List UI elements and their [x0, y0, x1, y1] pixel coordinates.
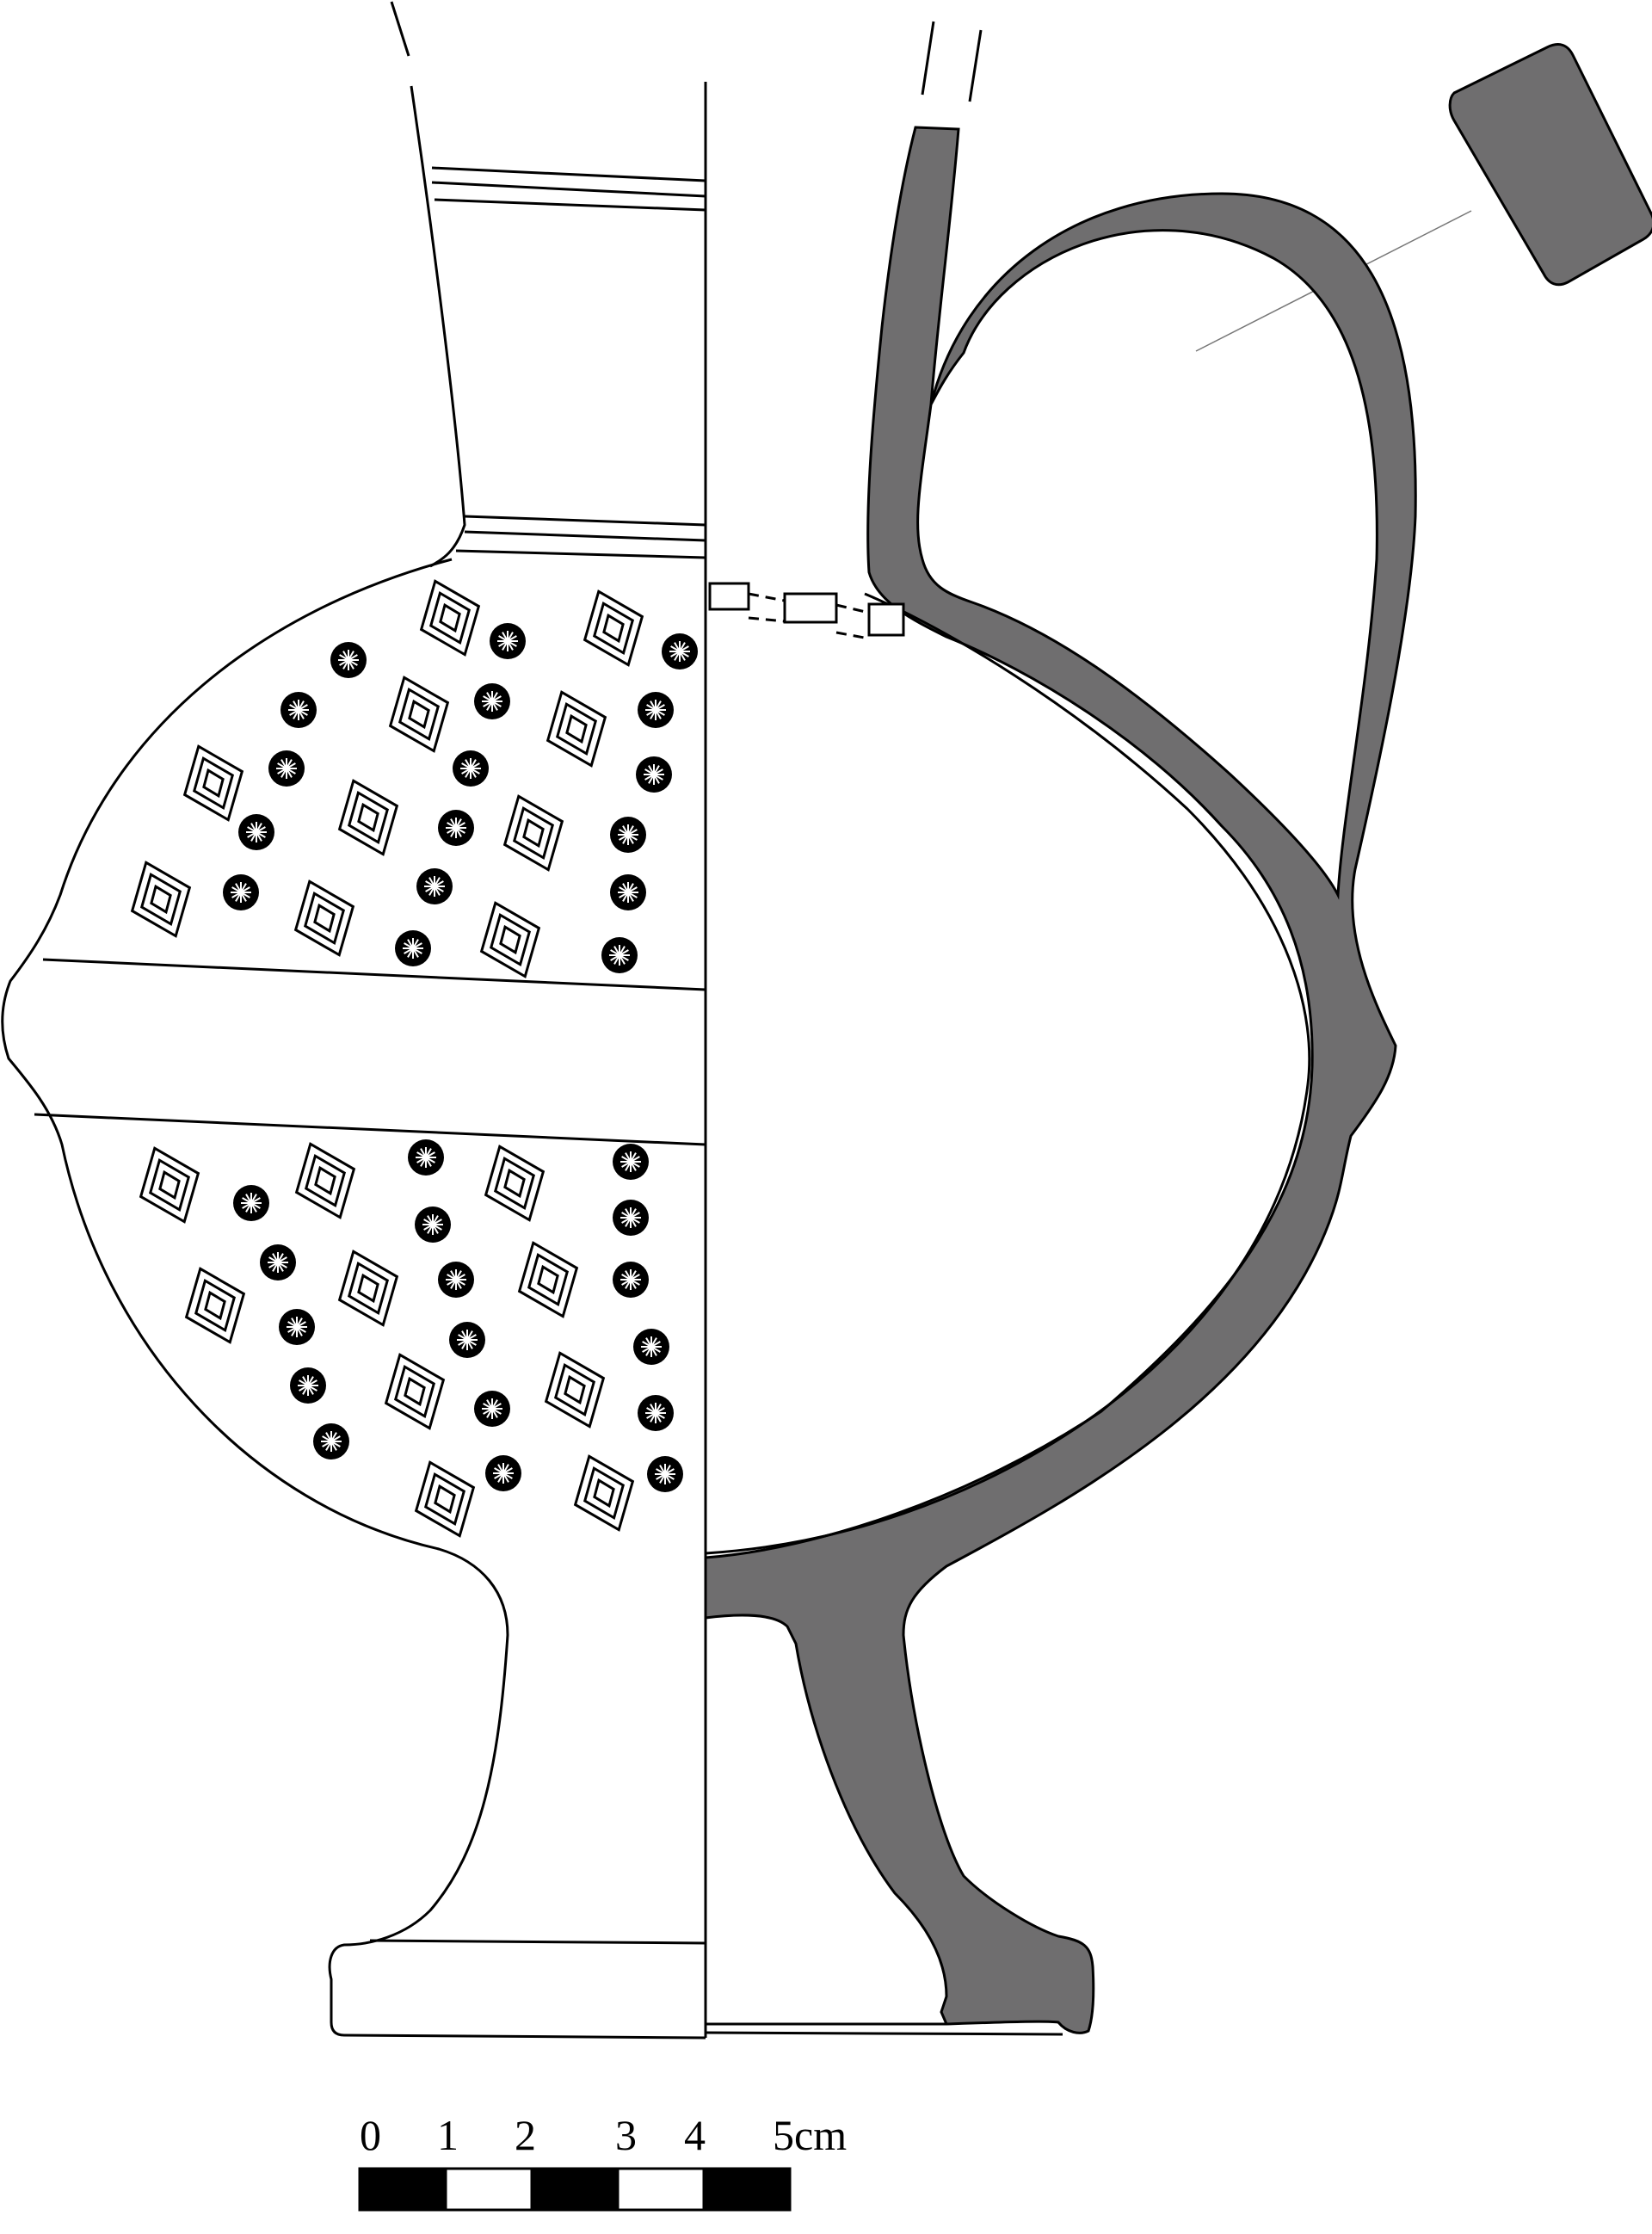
rosette-motif	[636, 756, 672, 793]
rosette-motif	[485, 1455, 521, 1491]
rosette-motif	[647, 1456, 683, 1492]
rosette-motif	[490, 623, 526, 659]
rosette-motif	[638, 692, 674, 728]
rosette-motif	[474, 683, 510, 719]
lozenge-motif	[484, 1145, 546, 1222]
vessel-exterior-view	[1, 1, 707, 2040]
lozenge-motif	[337, 779, 399, 856]
lozenge-motif	[544, 1351, 606, 1429]
rosette-motif	[438, 810, 474, 846]
rosette-motif	[408, 1139, 444, 1176]
scale-segment	[530, 2167, 620, 2212]
scale-segments	[358, 2167, 792, 2212]
rosette-motif	[610, 817, 646, 853]
scale-segment	[616, 2167, 706, 2212]
lower-decoration-band	[139, 1139, 683, 1538]
lozenge-motif	[337, 1250, 399, 1327]
lozenge-motif	[130, 861, 192, 938]
upper-decoration-band	[130, 579, 698, 978]
scale-tick-label: 0	[360, 2111, 381, 2159]
lozenge-motif	[294, 1142, 356, 1219]
rosette-motif	[613, 1144, 649, 1180]
lozenge-motif	[388, 676, 450, 753]
lozenge-motif	[502, 794, 564, 872]
lozenge-motif	[573, 1454, 635, 1532]
lozenge-motif	[479, 901, 541, 978]
rosette-motif	[638, 1395, 674, 1431]
rosette-motif	[416, 868, 453, 904]
lozenge-motif	[517, 1241, 579, 1318]
rosette-motif	[415, 1206, 451, 1243]
scale-tick-label: 2	[515, 2111, 536, 2159]
rosette-motif	[268, 750, 305, 787]
lozenge-motif	[419, 579, 481, 657]
rosette-motif	[449, 1322, 485, 1358]
neck-outline	[410, 85, 466, 568]
rosette-motif	[330, 642, 367, 678]
rosette-motif	[395, 930, 431, 966]
lozenge-motif	[384, 1353, 446, 1430]
handle-fragment	[1448, 43, 1652, 287]
rosette-motif	[223, 874, 259, 910]
rosette-motif	[238, 814, 274, 850]
scale-segment	[702, 2167, 792, 2212]
scale-tick-label: 1	[437, 2111, 459, 2159]
scale-segment	[444, 2167, 533, 2212]
lozenge-motif	[182, 744, 244, 822]
lozenge-motif	[293, 879, 355, 957]
vessel-section-view	[704, 21, 1652, 2036]
scale-segment	[358, 2167, 447, 2212]
rosette-motif	[613, 1200, 649, 1236]
scale-tick-label: 5cm	[773, 2111, 847, 2159]
rosette-motif	[662, 633, 698, 670]
lozenge-motif	[583, 589, 644, 667]
scale-tick-label: 4	[684, 2111, 706, 2159]
rosette-motif	[453, 750, 489, 787]
rosette-motif	[438, 1262, 474, 1298]
rosette-motif	[260, 1244, 296, 1281]
vessel-wall-section	[704, 126, 1417, 2034]
rosette-motif	[601, 937, 638, 973]
rosette-motif	[474, 1391, 510, 1427]
rosette-motif	[290, 1367, 326, 1404]
scale-tick-label: 3	[615, 2111, 637, 2159]
rosette-motif	[280, 692, 317, 728]
rosette-motif	[313, 1423, 349, 1460]
rosette-motif	[279, 1309, 315, 1345]
rosette-motif	[633, 1329, 669, 1365]
lozenge-motif	[546, 690, 607, 768]
rosette-motif	[233, 1185, 269, 1221]
lozenge-motif	[139, 1146, 200, 1224]
rosette-motif	[610, 874, 646, 910]
lozenge-motif	[414, 1460, 476, 1538]
lozenge-motif	[184, 1267, 246, 1344]
rosette-motif	[613, 1262, 649, 1298]
